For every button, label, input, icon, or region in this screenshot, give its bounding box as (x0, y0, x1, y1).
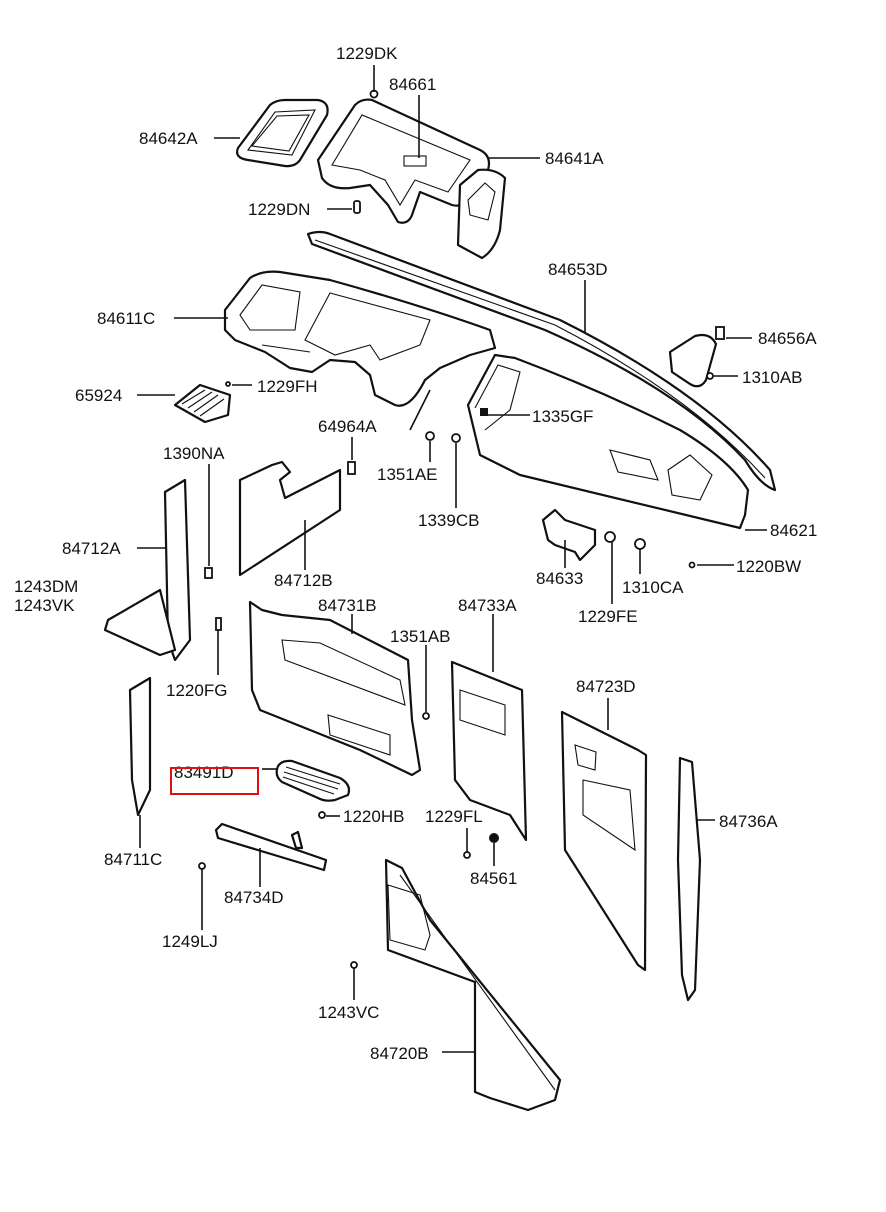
label-1351AE[interactable]: 1351AE (377, 465, 438, 484)
label-84656A[interactable]: 84656A (758, 329, 817, 348)
fastener-1229DN (353, 200, 361, 214)
part-84653D-strip[interactable] (306, 230, 777, 492)
label-84723D[interactable]: 84723D (576, 677, 636, 696)
part-84731B-quarter-panel[interactable] (215, 600, 430, 777)
label-1390NA[interactable]: 1390NA (163, 444, 225, 463)
part-84720B-panel[interactable] (384, 858, 562, 1112)
label-84621[interactable]: 84621 (770, 521, 818, 540)
part-83491D-vent-grille[interactable] (275, 759, 351, 819)
label-84642A[interactable]: 84642A (139, 129, 198, 148)
label-84711C[interactable]: 84711C (104, 850, 163, 869)
label-1249LJ[interactable]: 1249LJ (162, 932, 218, 951)
part-65924-grille[interactable] (173, 381, 232, 424)
label-1310AB[interactable]: 1310AB (742, 368, 803, 387)
label-1310CA[interactable]: 1310CA (622, 578, 684, 597)
highlight-box-83491D (170, 767, 259, 795)
label-84734D[interactable]: 84734D (224, 888, 284, 907)
part-84633-bracket[interactable] (541, 508, 646, 562)
label-65924[interactable]: 65924 (75, 386, 123, 405)
label-1335GF[interactable]: 1335GF (532, 407, 594, 426)
label-84653D[interactable]: 84653D (548, 260, 608, 279)
part-84712A-pillar[interactable] (103, 478, 213, 662)
label-1229FE[interactable]: 1229FE (578, 607, 638, 626)
label-1229DN[interactable]: 1229DN (248, 200, 311, 219)
part-84711C-pillar[interactable] (128, 676, 152, 817)
label-84633[interactable]: 84633 (536, 569, 584, 588)
part-84656A-cover[interactable] (668, 326, 725, 388)
part-84734D-rail[interactable] (214, 822, 328, 872)
label-84720B[interactable]: 84720B (370, 1044, 429, 1063)
label-84736A[interactable]: 84736A (719, 812, 778, 831)
label-84641A[interactable]: 84641A (545, 149, 604, 168)
part-84642A-bezel[interactable] (236, 98, 329, 168)
label-84661[interactable]: 84661 (389, 75, 437, 94)
label-1339CB[interactable]: 1339CB (418, 511, 480, 530)
label-84712A[interactable]: 84712A (62, 539, 121, 558)
label-84712B[interactable]: 84712B (274, 571, 333, 590)
label-84733A[interactable]: 84733A (458, 596, 517, 615)
part-84712B-panel[interactable] (238, 460, 356, 577)
part-84723D-panel[interactable] (560, 710, 648, 972)
part-84621-lower-dash[interactable] (466, 353, 750, 530)
label-1229FL[interactable]: 1229FL (425, 807, 483, 826)
label-1243VC[interactable]: 1243VC (318, 1003, 380, 1022)
part-84733A-panel[interactable] (450, 660, 528, 842)
label-64964A[interactable]: 64964A (318, 417, 377, 436)
label-1220HB[interactable]: 1220HB (343, 807, 405, 826)
part-84611C-upper-dash[interactable] (223, 270, 497, 407)
label-1220FG[interactable]: 1220FG (166, 681, 228, 700)
label-1229DK[interactable]: 1229DK (336, 44, 398, 63)
loose-fasteners (198, 431, 696, 969)
label-1243VK[interactable]: 1243VK (14, 596, 75, 615)
label-84731B[interactable]: 84731B (318, 596, 377, 615)
label-84611C[interactable]: 84611C (97, 309, 156, 328)
label-1229FH[interactable]: 1229FH (257, 377, 318, 396)
label-1351AB[interactable]: 1351AB (390, 627, 451, 646)
part-84641A-cluster-bezel[interactable] (316, 98, 507, 260)
label-84561[interactable]: 84561 (470, 869, 518, 888)
part-84736A-strip[interactable] (676, 756, 702, 1002)
label-1243DM[interactable]: 1243DM (14, 577, 79, 596)
leader-lines (137, 65, 767, 1053)
label-1220BW[interactable]: 1220BW (736, 557, 802, 576)
